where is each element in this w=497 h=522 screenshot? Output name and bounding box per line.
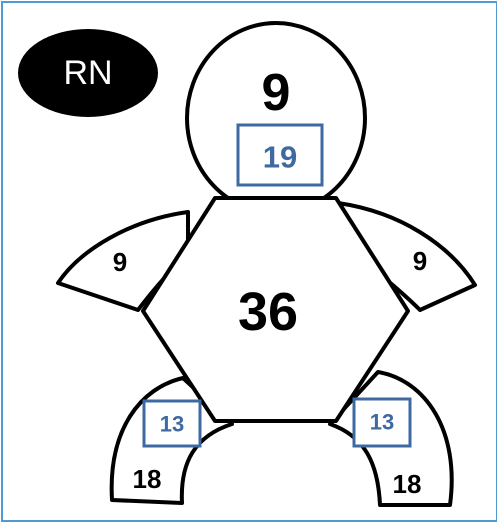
left-leg-value: 18 [133,464,162,494]
body-value: 36 [238,282,298,342]
rn-badge-label: RN [63,54,112,92]
head-value: 9 [262,64,291,122]
left-arm-value: 9 [113,247,127,277]
right-arm-value: 9 [413,246,427,276]
left-leg-box-value: 13 [160,412,184,437]
head-box-value: 19 [263,140,297,175]
right-leg-value: 18 [393,469,422,499]
right-leg-box-value: 13 [370,410,394,435]
